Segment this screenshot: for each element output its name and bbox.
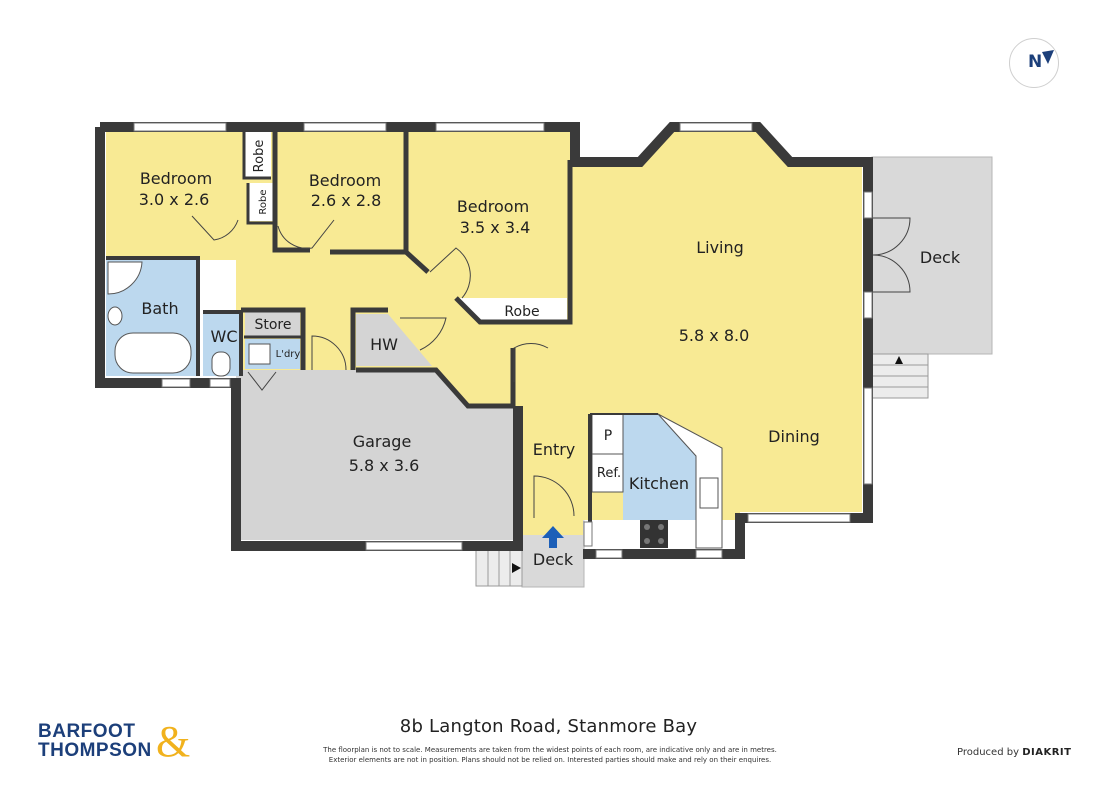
garage-area (236, 370, 513, 540)
logo-ampersand: & (156, 717, 191, 766)
robe-area-3 (456, 298, 567, 322)
walls (95, 122, 873, 559)
robe-area-2 (249, 183, 273, 221)
garage-size: 5.8 x 3.6 (349, 456, 420, 475)
entry-arrow-icon (542, 526, 564, 548)
cooktop (640, 520, 668, 548)
wc-label: WC (211, 327, 238, 346)
kitchen-label: Kitchen (629, 474, 689, 493)
vanity (107, 306, 123, 326)
produced-by-text: Produced by (957, 747, 1019, 758)
bedroom1-name: Bedroom (140, 169, 212, 188)
garage-name: Garage (353, 432, 412, 451)
bedroom2-name: Bedroom (309, 171, 381, 190)
deck-east-arrow (895, 356, 903, 364)
property-address: 8b Langton Road, Stanmore Bay (399, 716, 698, 737)
toilet (211, 351, 231, 377)
store-label: Store (254, 317, 291, 333)
logo-line-2: THOMPSON (38, 740, 152, 761)
agency-logo: BARFOOT THOMPSON & (38, 717, 198, 768)
bedroom3-size: 3.5 x 3.4 (460, 218, 531, 237)
bathtub (114, 332, 192, 374)
ref-label: Ref. (597, 466, 621, 481)
disclaimer: The floorplan is not to scale. Measureme… (300, 745, 800, 765)
robe3-label: Robe (504, 304, 539, 320)
disclaimer-line-2: Exterior elements are not in position. P… (328, 756, 772, 764)
hw-label: HW (370, 335, 398, 354)
deck-east-label: Deck (920, 248, 961, 267)
logo-line-1: BARFOOT (38, 721, 136, 742)
pantry-area (591, 413, 624, 455)
kitchen-sink (699, 477, 719, 509)
kitchen-counter (657, 413, 723, 549)
producer-credit: Produced by DIAKRIT (957, 747, 1071, 758)
laundry-tub (248, 343, 271, 365)
fixtures (107, 261, 719, 509)
compass-north-label: N (1028, 52, 1043, 72)
robe2-label: Robe (258, 189, 269, 214)
producer-name: DIAKRIT (1022, 747, 1072, 758)
shower (107, 261, 143, 295)
laundry-label: L'dry (276, 349, 301, 360)
north-compass: N (1009, 38, 1059, 88)
bedroom3-name: Bedroom (457, 197, 529, 216)
living-name: Living (696, 238, 744, 257)
entry-label: Entry (533, 440, 576, 459)
pantry-label: P (604, 428, 612, 444)
bath-label: Bath (141, 299, 178, 318)
bedroom2-size: 2.6 x 2.8 (311, 191, 382, 210)
bedroom1-size: 3.0 x 2.6 (139, 190, 210, 209)
north-arrow-icon (1042, 50, 1054, 64)
deck-south-label: Deck (533, 550, 574, 569)
robe1-label: Robe (252, 140, 267, 173)
disclaimer-line-1: The floorplan is not to scale. Measureme… (323, 746, 777, 754)
door-swings (191, 215, 911, 518)
windows (133, 122, 873, 559)
store-area (245, 310, 300, 336)
kitchen-area (623, 414, 696, 520)
living-size: 5.8 x 8.0 (679, 326, 750, 345)
robe-area-1 (244, 132, 271, 178)
floor-plan: Bedroom 3.0 x 2.6 Bedroom 2.6 x 2.8 Bedr… (95, 122, 993, 588)
ref-area (591, 453, 624, 493)
hw-area (356, 314, 432, 366)
dining-label: Dining (768, 427, 820, 446)
deck-east-area (871, 156, 993, 355)
deck-south-step-arrow (512, 563, 521, 573)
